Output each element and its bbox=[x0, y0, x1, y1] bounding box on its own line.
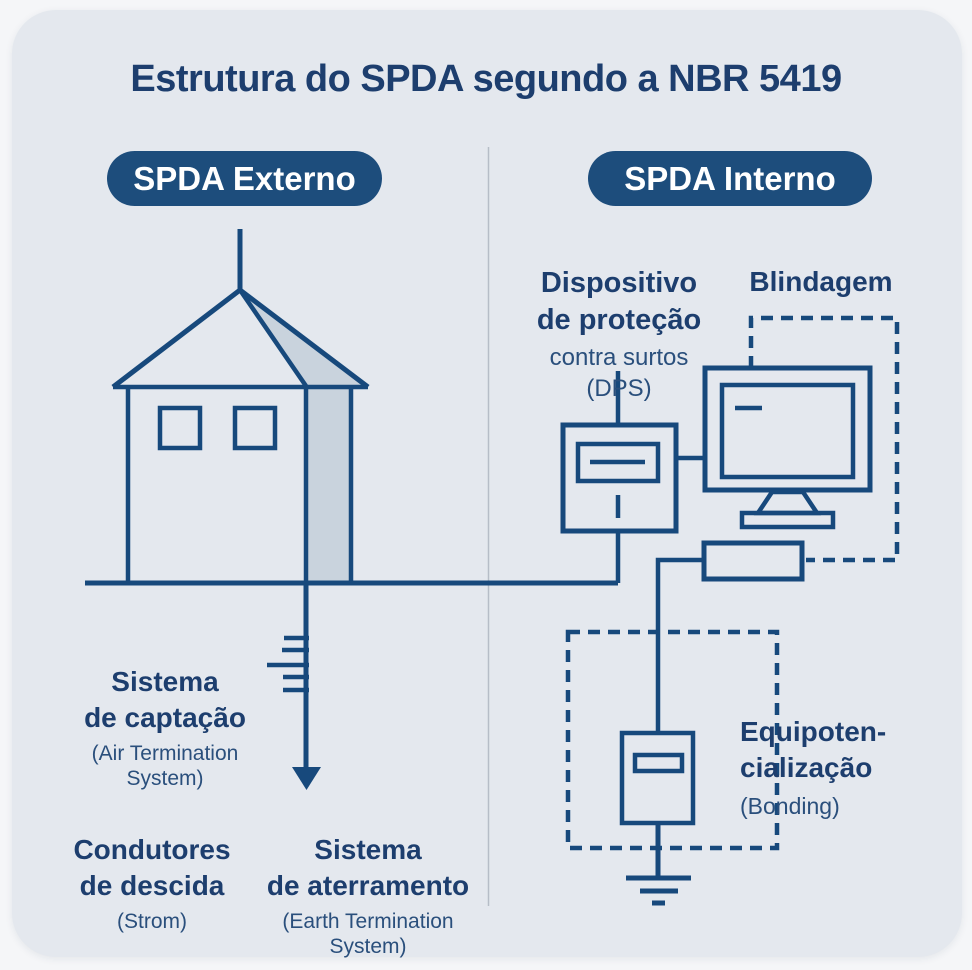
bonding-box bbox=[619, 730, 696, 826]
dps-device bbox=[560, 371, 705, 583]
label-sistema-aterramento-note: (Earth Termination System) bbox=[282, 910, 454, 958]
building-illustration bbox=[111, 229, 370, 583]
window-right bbox=[232, 405, 278, 451]
label-condutores-descida: Condutores de descida (Strom) bbox=[73, 796, 230, 970]
monitor-screen bbox=[719, 382, 856, 480]
label-sistema-aterramento-title: Sistema de aterramento bbox=[266, 834, 470, 901]
label-condutores-descida-title: Condutores de descida bbox=[73, 834, 231, 901]
equipment-strip bbox=[655, 540, 805, 733]
label-equipotencializacao: Equipoten- cialização (Bonding) bbox=[740, 678, 886, 857]
computer-monitor bbox=[702, 365, 873, 530]
monitor-base bbox=[739, 510, 836, 530]
shielding-dashed-frame bbox=[748, 315, 900, 563]
down-conductor-stripe bbox=[308, 388, 349, 582]
label-sistema-captacao-note: (Air Termination System) bbox=[91, 742, 239, 790]
label-sistema-captacao-title: Sistema de captação bbox=[84, 666, 246, 733]
arrowhead-down-icon bbox=[292, 767, 321, 790]
label-condutores-descida-note: (Strom) bbox=[116, 910, 187, 933]
strip-to-bonding-connector bbox=[655, 557, 704, 733]
bonding-inner-rect bbox=[632, 752, 685, 774]
label-dps-title: Dispositivo de proteção bbox=[536, 267, 702, 336]
label-dps-note: contra surtos (DPS) bbox=[549, 344, 689, 402]
dps-inner-rect bbox=[575, 441, 661, 484]
badge-spda-interno: SPDA Interno bbox=[588, 151, 872, 206]
bonding-bar bbox=[619, 730, 696, 906]
roof-inner-line bbox=[238, 288, 308, 388]
label-equipotencializacao-note: (Bonding) bbox=[740, 793, 840, 819]
down-conductor-arrow bbox=[267, 583, 321, 790]
monitor-stand bbox=[753, 489, 822, 516]
strip-box bbox=[701, 540, 805, 582]
label-sistema-captacao: Sistema de captação (Air Termination Sys… bbox=[84, 628, 246, 827]
badge-spda-interno-label: SPDA Interno bbox=[624, 159, 836, 197]
label-blindagem: Blindagem bbox=[749, 228, 892, 300]
bonding-dashed-frame bbox=[565, 629, 780, 851]
label-dps: Dispositivo de proteção contra surtos (D… bbox=[537, 228, 701, 441]
window-left bbox=[157, 405, 203, 451]
label-sistema-aterramento: Sistema de aterramento (Earth Terminatio… bbox=[267, 796, 469, 970]
badge-spda-externo-label: SPDA Externo bbox=[133, 159, 356, 197]
label-equipotencializacao-title: Equipoten- cialização bbox=[740, 716, 887, 783]
badge-spda-externo: SPDA Externo bbox=[107, 151, 382, 206]
label-blindagem-title: Blindagem bbox=[749, 266, 893, 297]
page-title: Estrutura do SPDA segundo a NBR 5419 bbox=[130, 58, 842, 100]
